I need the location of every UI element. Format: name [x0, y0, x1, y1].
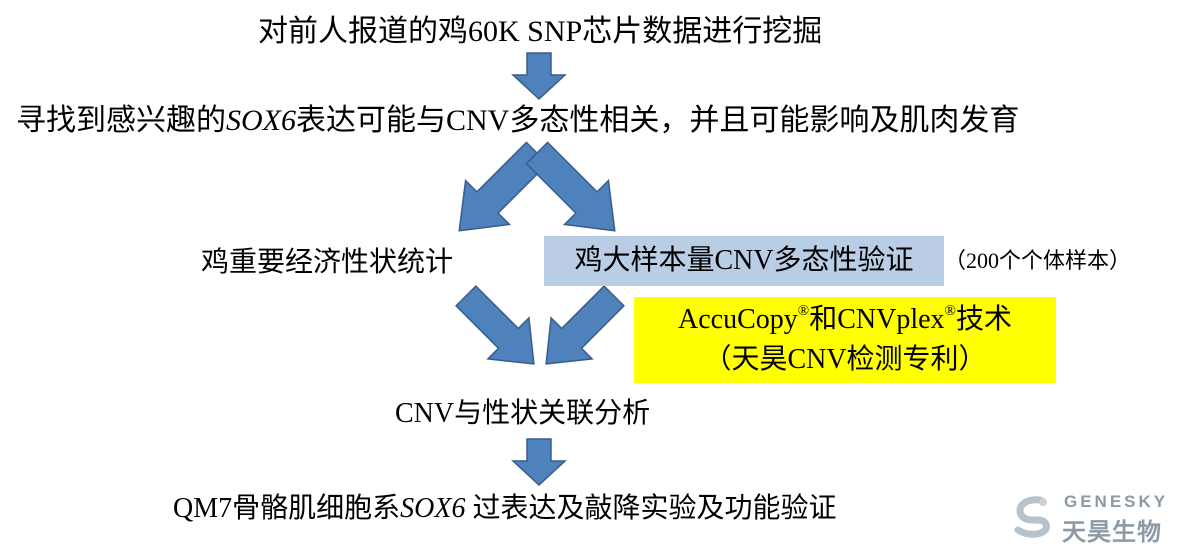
step-5-prefix: QM7骨骼肌细胞系 [173, 493, 401, 524]
logo-en-text: GENESKY [1064, 492, 1169, 511]
genesky-logo: GENESKY 天昊生物 [1010, 490, 1186, 546]
arrow-down-4 [512, 438, 566, 486]
technology-label: 技术 [955, 304, 1012, 335]
technology-line-2: （天昊CNV检测专利） [703, 344, 987, 375]
technology-line-1: AccuCopy®和CNVplex®技术 [678, 303, 1012, 335]
arrow-diag-upper-right [525, 141, 616, 232]
step-5-text: QM7骨骼肌细胞系SOX6 过表达及敲降实验及功能验证 [173, 495, 836, 523]
step-2-text: 寻找到感兴趣的SOX6表达可能与CNV多态性相关，并且可能影响及肌肉发育 [16, 106, 1019, 136]
accucopy-label: AccuCopy [678, 304, 798, 335]
step-5-suffix: 过表达及敲降实验及功能验证 [465, 493, 837, 524]
arrow-down-1 [512, 52, 566, 100]
registered-mark: ® [944, 303, 956, 319]
step-4-text: CNV与性状关联分析 [395, 398, 651, 429]
step-2-prefix: 寻找到感兴趣的 [16, 104, 226, 137]
arrow-diag-lower-right [545, 285, 625, 365]
step-2-suffix: 表达可能与CNV多态性相关，并且可能影响及肌肉发育 [296, 104, 1020, 137]
left-branch-text: 鸡重要经济性状统计 [201, 247, 454, 278]
registered-mark: ® [797, 303, 810, 319]
technology-box: AccuCopy®和CNVplex®技术 （天昊CNV检测专利） [634, 297, 1056, 383]
right-branch-text: 鸡大样本量CNV多态性验证 [574, 245, 914, 276]
step-1-text: 对前人报道的鸡60K SNP芯片数据进行挖掘 [258, 15, 823, 48]
arrow-diag-lower-left [455, 285, 535, 365]
arrow-diag-upper-left [458, 141, 549, 232]
step-5-gene: SOX6 [400, 493, 466, 524]
sample-note: （200个个体样本） [944, 248, 1132, 273]
step-2-gene: SOX6 [226, 104, 296, 137]
logo-cn-text: 天昊生物 [1062, 519, 1162, 546]
right-branch-box: 鸡大样本量CNV多态性验证 [544, 236, 944, 286]
genesky-logo-icon [1014, 496, 1050, 538]
cnvplex-label: 和CNVplex [809, 304, 945, 335]
